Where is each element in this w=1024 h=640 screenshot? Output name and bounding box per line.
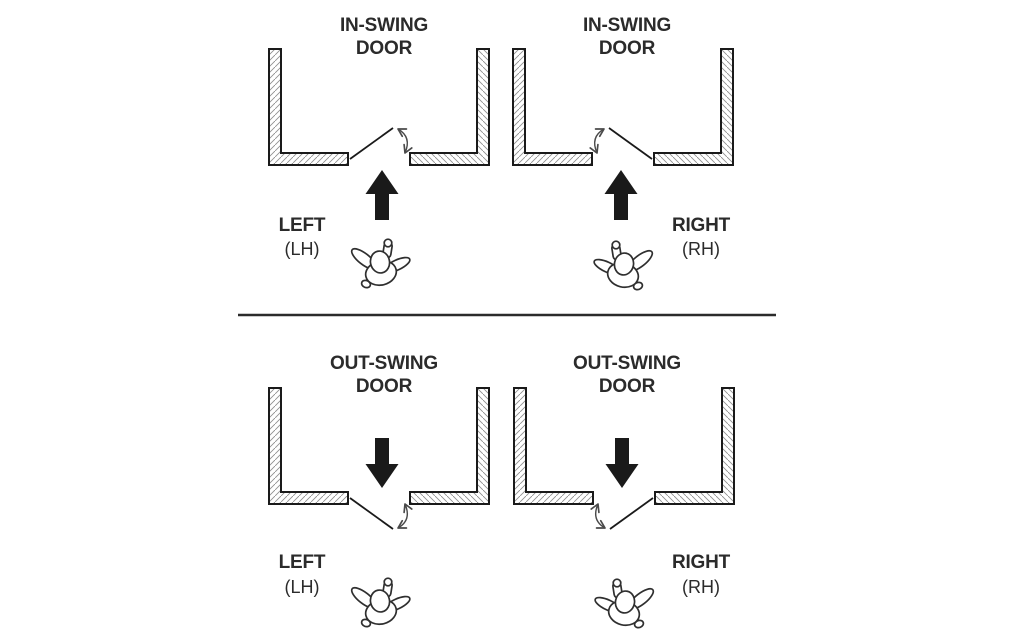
panel-title-line2: DOOR bbox=[355, 376, 413, 397]
wall-sections bbox=[512, 48, 734, 166]
panel-title-line2: DOOR bbox=[598, 376, 656, 397]
door-leaf-and-swing-arc-icon bbox=[350, 128, 407, 159]
approach-arrow-down-icon bbox=[605, 438, 639, 488]
approach-arrow-up-icon bbox=[604, 170, 638, 220]
hand-label: RIGHT bbox=[671, 215, 731, 236]
panel-title: OUT-SWING DOOR bbox=[573, 352, 681, 398]
panel-title: IN-SWING DOOR bbox=[340, 14, 428, 60]
person-icon bbox=[592, 578, 658, 630]
hand-abbr: (RH) bbox=[682, 577, 720, 597]
door-leaf-and-swing-arc-icon bbox=[596, 498, 653, 529]
door-leaf-and-swing-arc-icon bbox=[595, 128, 652, 159]
panel-title-line2: DOOR bbox=[355, 38, 413, 59]
approach-arrow-up-icon bbox=[365, 170, 399, 220]
hand-label: LEFT bbox=[278, 215, 326, 236]
hand-abbr: (LH) bbox=[284, 577, 320, 597]
panel-title-line2: DOOR bbox=[598, 38, 656, 59]
approach-arrow-down-icon bbox=[365, 438, 399, 488]
hand-label: RIGHT bbox=[671, 552, 731, 573]
panel-title-line1: IN-SWING bbox=[582, 15, 672, 36]
person-icon bbox=[347, 577, 413, 629]
person-icon bbox=[591, 240, 657, 292]
door-leaf-and-swing-arc-icon bbox=[350, 498, 407, 529]
person-icon bbox=[347, 238, 413, 290]
hand-abbr: (RH) bbox=[682, 239, 720, 259]
panel-title-line1: OUT-SWING bbox=[330, 353, 438, 374]
panel-title-line1: OUT-SWING bbox=[573, 353, 681, 374]
wall-sections bbox=[268, 48, 490, 166]
panel-title-line1: IN-SWING bbox=[339, 15, 429, 36]
hand-label: LEFT bbox=[278, 552, 326, 573]
panel-title: OUT-SWING DOOR bbox=[330, 352, 438, 398]
panel-title: IN-SWING DOOR bbox=[583, 14, 671, 60]
hand-abbr: (LH) bbox=[284, 239, 320, 259]
